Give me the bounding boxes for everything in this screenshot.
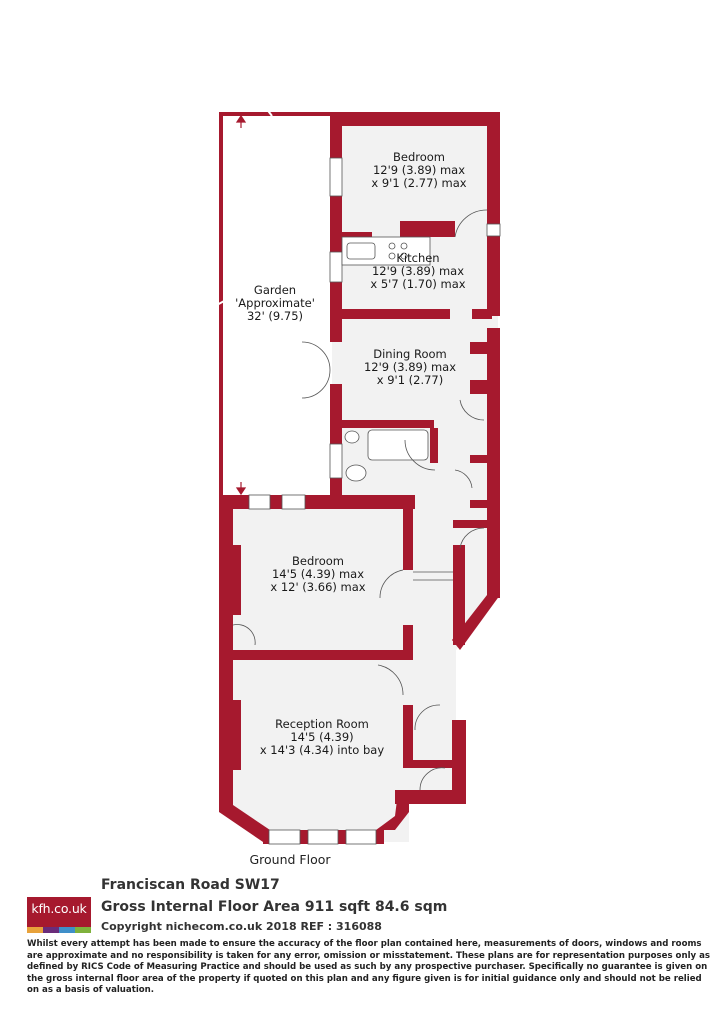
logo-bar-4	[75, 927, 91, 933]
room-label-bedroom-front: Bedroom 14'5 (4.39) max x 12' (3.66) max	[270, 554, 366, 594]
logo-bar-1	[27, 927, 43, 933]
walls	[219, 112, 500, 844]
floor-label: Ground Floor	[249, 852, 331, 867]
kfh-logo: kfh.co.uk	[27, 897, 91, 933]
floor-area-text: Gross Internal Floor Area 911 sqft 84.6 …	[101, 899, 448, 915]
garden-area	[222, 112, 332, 495]
logo-bar-3	[59, 927, 75, 933]
logo-text: kfh.co.uk	[31, 901, 87, 916]
garden-markers	[214, 107, 273, 496]
room-details	[232, 157, 501, 845]
disclaimer-text: Whilst every attempt has been made to en…	[27, 939, 711, 996]
room-label-dining-room: Dining Room 12'9 (3.89) max x 9'1 (2.77)	[363, 347, 457, 387]
logo-bar-2	[43, 927, 59, 933]
property-address: Franciscan Road SW17	[101, 877, 280, 893]
room-label-bedroom-rear: Bedroom 12'9 (3.89) max x 9'1 (2.77) max	[371, 150, 467, 190]
room-label-garden: Garden 'Approximate' 32' (9.75)	[235, 283, 315, 323]
room-label-kitchen: Kitchen 12'9 (3.89) max x 5'7 (1.70) max	[370, 251, 466, 291]
copyright-text: Copyright nichecom.co.uk 2018 REF : 3160…	[101, 920, 382, 933]
floor-plan	[214, 107, 501, 845]
room-label-reception-room: Reception Room 14'5 (4.39) x 14'3 (4.34)…	[259, 717, 385, 757]
